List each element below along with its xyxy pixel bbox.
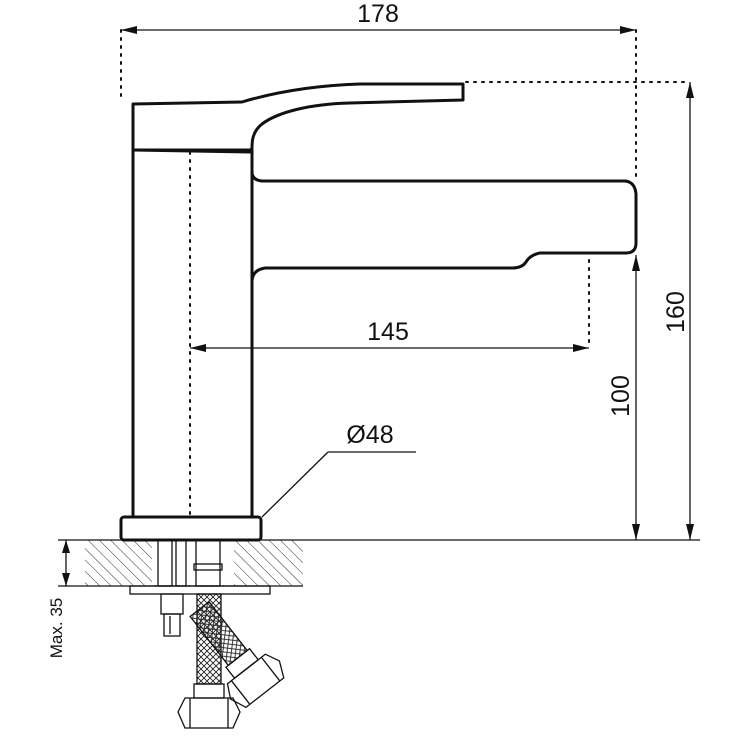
dimension-base-diameter: Ø48 xyxy=(261,421,416,518)
dimension-total-length: 178 xyxy=(120,0,637,179)
total-length-label: 178 xyxy=(357,0,399,28)
dimension-spout-height: 100 xyxy=(607,255,640,540)
spout-height-label: 100 xyxy=(607,375,635,417)
dimension-spout-reach: 145 xyxy=(189,151,590,516)
spout xyxy=(250,148,638,519)
flexible-hoses xyxy=(177,593,285,729)
base-ring xyxy=(119,515,263,542)
faucet-body xyxy=(119,82,638,542)
dimension-total-height: 160 xyxy=(465,81,694,540)
total-height-label: 160 xyxy=(662,291,690,333)
base-diameter-label: Ø48 xyxy=(346,421,393,449)
deck-thickness-label: Max. 35 xyxy=(47,598,66,658)
countertop-section xyxy=(85,539,700,587)
dimension-deck-thickness: Max. 35 xyxy=(47,539,85,658)
spout-reach-label: 145 xyxy=(367,318,409,346)
lever-handle xyxy=(131,82,465,154)
faucet-column xyxy=(131,148,254,519)
